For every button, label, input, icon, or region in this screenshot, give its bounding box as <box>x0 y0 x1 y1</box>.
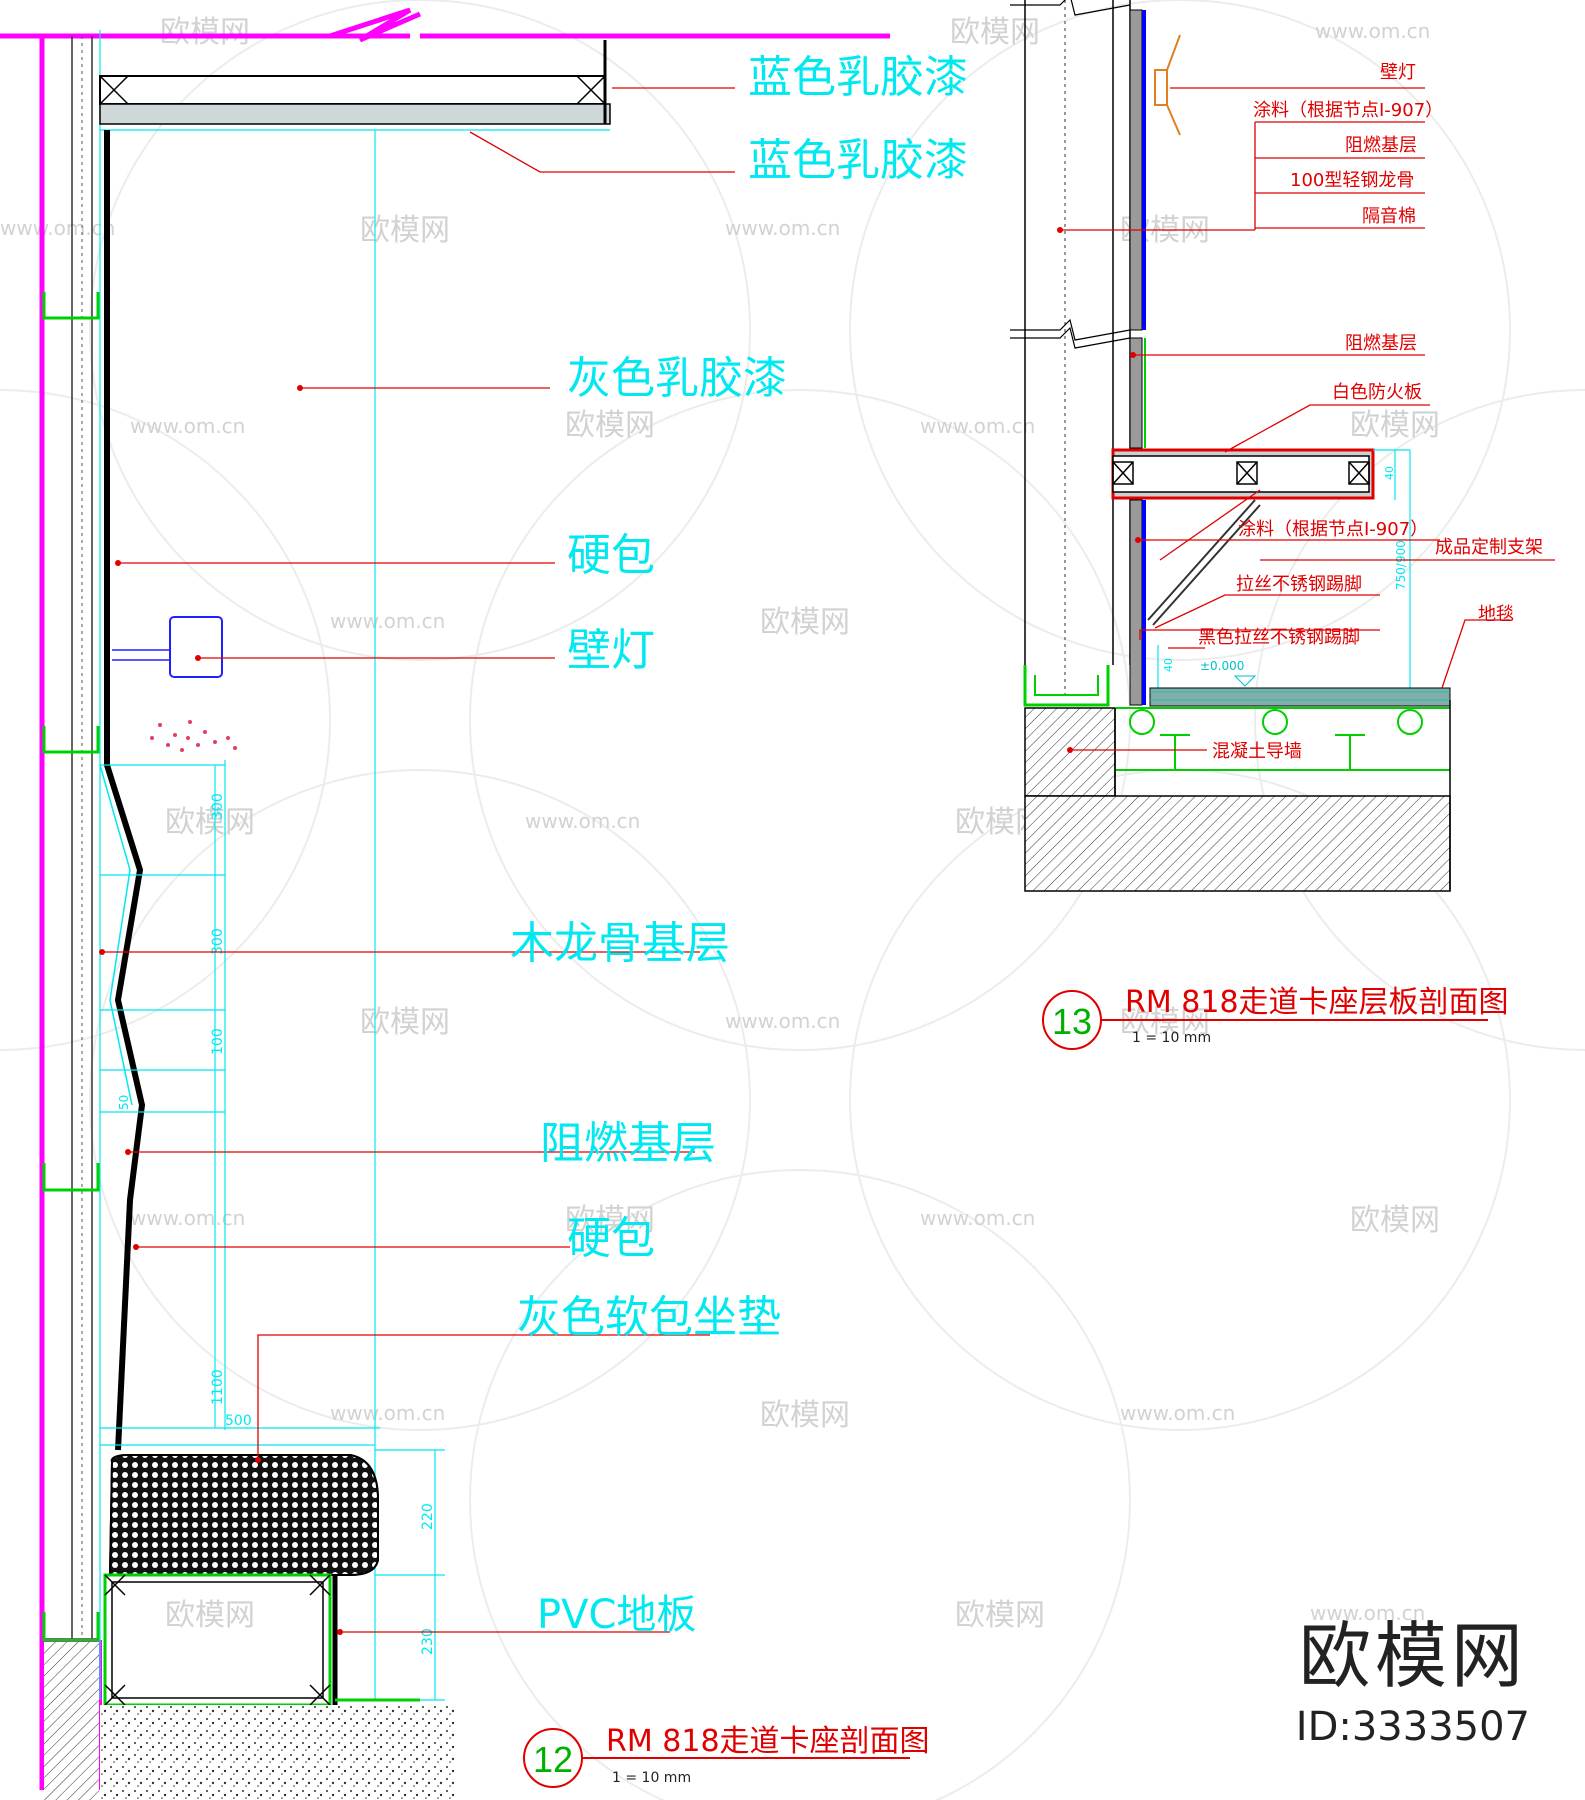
svg-text:www.om.cn: www.om.cn <box>1120 1401 1235 1425</box>
break-symbol <box>329 7 421 43</box>
svg-text:欧模网: 欧模网 <box>760 605 850 640</box>
wall-finish-layer <box>104 130 146 1451</box>
title-12-number: 12 <box>533 1739 573 1780</box>
brand-watermark: 欧模网 ID:3333507 <box>1296 1597 1530 1750</box>
title-12-scale: 1 = 10 mm <box>612 1770 691 1786</box>
lamp-glow <box>150 720 237 752</box>
r-label-skirting-1: 拉丝不锈钢踢脚 <box>1236 574 1362 595</box>
dim-1100: 1100 <box>210 1369 226 1405</box>
carpet-layer <box>1149 687 1451 707</box>
seat-base <box>103 1573 332 1707</box>
title-13-text: RM 818走道卡座层板剖面图 <box>1125 985 1509 1020</box>
r-label-bracket: 成品定制支架 <box>1435 537 1543 558</box>
label-wall-lamp: 壁灯 <box>567 625 655 676</box>
label-fire-base: 阻燃基层 <box>540 1118 716 1169</box>
svg-text:欧模网: 欧模网 <box>165 1598 255 1633</box>
svg-text:欧模网: 欧模网 <box>760 1398 850 1433</box>
wall-base <box>44 1642 99 1800</box>
svg-text:www.om.cn: www.om.cn <box>1310 1601 1425 1625</box>
r-label-paint-2: 涂料（根据节点I-907） <box>1238 519 1428 540</box>
svg-text:www.om.cn: www.om.cn <box>920 414 1035 438</box>
svg-text:欧模网: 欧模网 <box>160 15 250 50</box>
r-label-fire-base-2: 阻燃基层 <box>1345 333 1417 354</box>
label-seat-cushion: 灰色软包坐垫 <box>517 1292 781 1343</box>
svg-text:欧模网: 欧模网 <box>565 408 655 443</box>
dim-40b: 40 <box>1162 658 1175 672</box>
floor-slab <box>100 1705 455 1800</box>
ceiling-layer <box>99 103 611 125</box>
level-mark: ±0.000 <box>1200 659 1244 673</box>
dim-500: 500 <box>225 1413 252 1429</box>
r-label-steel-keel: 100型轻钢龙骨 <box>1290 170 1414 191</box>
r-label-white-board: 白色防火板 <box>1332 382 1422 403</box>
svg-text:欧模网: 欧模网 <box>955 1598 1045 1633</box>
svg-text:www.om.cn: www.om.cn <box>130 1206 245 1230</box>
dim-230: 230 <box>420 1628 436 1655</box>
r-label-concrete: 混凝土导墙 <box>1212 741 1302 762</box>
label-pvc-floor: PVC地板 <box>537 1592 696 1638</box>
dim-220: 220 <box>420 1503 436 1530</box>
svg-text:www.om.cn: www.om.cn <box>920 1206 1035 1230</box>
wall-lamp-shape <box>169 616 223 678</box>
label-blue-latex-1: 蓝色乳胶漆 <box>748 52 968 103</box>
svg-text:www.om.cn: www.om.cn <box>130 414 245 438</box>
r-label-sound-insul: 隔音棉 <box>1362 206 1416 227</box>
title-13-scale: 1 = 10 mm <box>1132 1030 1211 1046</box>
section-12-drawing: 300 300 100 50 1100 500 220 230 <box>0 7 968 1800</box>
svg-text:欧模网: 欧模网 <box>1350 1203 1440 1238</box>
svg-text:www.om.cn: www.om.cn <box>330 1401 445 1425</box>
svg-text:www.om.cn: www.om.cn <box>330 609 445 633</box>
brand-logo: 欧模网 <box>1298 1614 1527 1698</box>
svg-text:欧模网: 欧模网 <box>165 805 255 840</box>
title-12-text: RM 818走道卡座剖面图 <box>606 1724 930 1759</box>
dim-50: 50 <box>117 1095 131 1110</box>
svg-text:欧模网: 欧模网 <box>360 1005 450 1040</box>
svg-text:www.om.cn: www.om.cn <box>725 216 840 240</box>
dim-750: 750/900 <box>1394 540 1408 590</box>
svg-text:欧模网: 欧模网 <box>1120 1005 1210 1040</box>
label-blue-latex-2: 蓝色乳胶漆 <box>748 135 968 186</box>
title-block-12: 12 RM 818走道卡座剖面图 1 = 10 mm <box>523 1724 930 1788</box>
svg-text:www.om.cn: www.om.cn <box>1315 19 1430 43</box>
title-block-13: 13 RM 818走道卡座层板剖面图 1 = 10 mm <box>1042 985 1509 1050</box>
svg-text:www.om.cn: www.om.cn <box>525 809 640 833</box>
dim-300b: 300 <box>210 928 226 955</box>
svg-text:欧模网: 欧模网 <box>565 1203 655 1238</box>
r-label-wall-lamp: 壁灯 <box>1380 62 1416 83</box>
r-label-paint-1: 涂料（根据节点I-907） <box>1253 100 1443 121</box>
label-grey-latex: 灰色乳胶漆 <box>567 353 787 404</box>
title-13-number: 13 <box>1052 1001 1092 1042</box>
dim-300a: 300 <box>210 793 226 820</box>
r-label-fire-base-1: 阻燃基层 <box>1345 135 1417 156</box>
asset-id: ID:3333507 <box>1295 1704 1530 1750</box>
floor-concrete <box>1024 795 1451 892</box>
sconce-symbol <box>1154 34 1181 136</box>
keel-channels <box>42 292 100 1642</box>
svg-text:欧模网: 欧模网 <box>1350 408 1440 443</box>
r-label-carpet: 地毯 <box>1478 604 1514 625</box>
label-wood-keel: 木龙骨基层 <box>510 918 730 969</box>
section-13-drawing: 40 750/900 40 ±0.000 <box>1010 0 1555 1050</box>
dim-100: 100 <box>210 1028 226 1055</box>
shelf-bracket <box>1147 499 1256 621</box>
label-hard-pack-1: 硬包 <box>567 530 655 581</box>
dim-40a: 40 <box>1383 466 1396 480</box>
svg-text:欧模网: 欧模网 <box>950 15 1040 50</box>
svg-text:www.om.cn: www.om.cn <box>725 1009 840 1033</box>
svg-text:欧模网: 欧模网 <box>360 213 450 248</box>
r-label-skirting-2: 黑色拉丝不锈钢踢脚 <box>1198 627 1360 648</box>
label-hard-pack-2: 硬包 <box>567 1213 655 1264</box>
svg-text:www.om.cn: www.om.cn <box>0 216 115 240</box>
ceiling-board <box>99 75 606 105</box>
